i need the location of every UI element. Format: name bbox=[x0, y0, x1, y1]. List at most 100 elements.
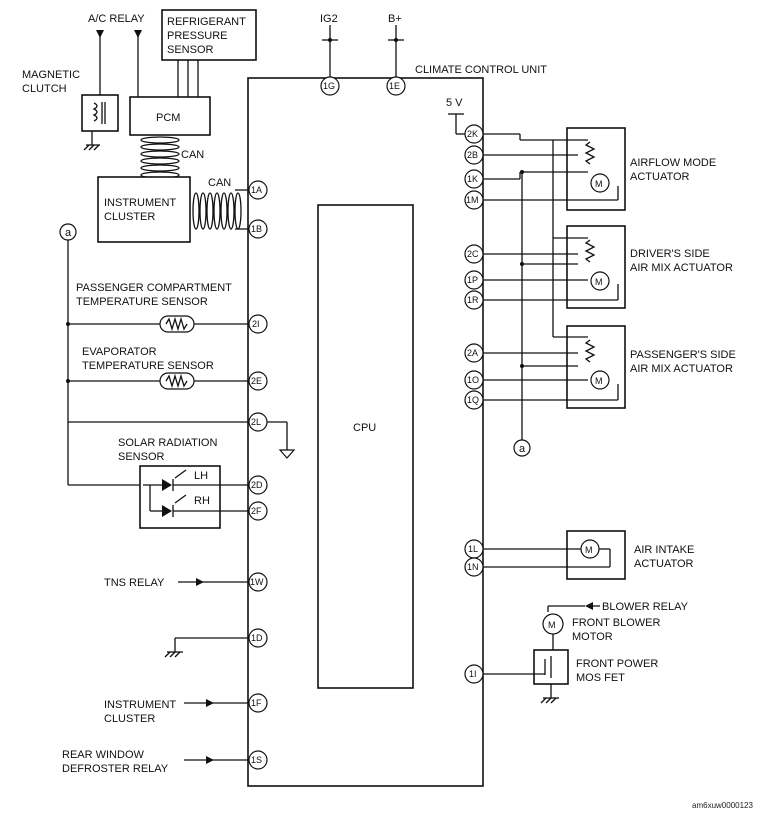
pin-1F: 1F bbox=[248, 693, 268, 713]
svg-text:2B: 2B bbox=[467, 150, 478, 160]
pin-1B: 1B bbox=[248, 219, 268, 239]
pin-2E: 2E bbox=[248, 371, 268, 391]
svg-text:1W: 1W bbox=[250, 577, 264, 587]
solar-sensor-label-line1: SOLAR RADIATION bbox=[118, 437, 217, 449]
climate-control-unit-label: CLIMATE CONTROL UNIT bbox=[415, 64, 547, 76]
svg-text:2I: 2I bbox=[252, 319, 260, 329]
bplus-label: B+ bbox=[388, 13, 402, 25]
svg-text:2E: 2E bbox=[251, 376, 262, 386]
airflow-mode-label-line2: ACTUATOR bbox=[630, 171, 690, 183]
svg-text:1B: 1B bbox=[251, 224, 262, 234]
drivers-side-air-mix-actuator: M bbox=[566, 225, 626, 309]
svg-text:2C: 2C bbox=[467, 249, 479, 259]
pin-1W: 1W bbox=[248, 572, 268, 592]
svg-text:1G: 1G bbox=[323, 81, 335, 91]
air-intake-label-line2: ACTUATOR bbox=[634, 558, 694, 570]
svg-text:1R: 1R bbox=[467, 295, 479, 305]
instrument-cluster-label-line2: CLUSTER bbox=[104, 211, 155, 223]
pin-1L: 1L bbox=[464, 539, 484, 559]
refrigerant-label-line2: PRESSURE bbox=[167, 30, 228, 42]
pin-1E: 1E bbox=[386, 76, 406, 96]
front-blower-label-line1: FRONT BLOWER bbox=[572, 617, 660, 629]
magnetic-clutch-box bbox=[81, 94, 119, 132]
pin-1R: 1R bbox=[464, 290, 484, 310]
svg-text:1P: 1P bbox=[467, 275, 478, 285]
refrigerant-pressure-sensor-box bbox=[161, 9, 257, 61]
figure-id-footer: am6xuw0000123 bbox=[692, 801, 753, 810]
magnetic-clutch-label-line2: CLUTCH bbox=[22, 83, 67, 95]
svg-text:M: M bbox=[548, 620, 556, 630]
tns-relay-label: TNS RELAY bbox=[104, 577, 165, 589]
svg-text:1S: 1S bbox=[251, 755, 262, 765]
passenger-temp-label-line2: TEMPERATURE SENSOR bbox=[76, 296, 208, 308]
pin-1A: 1A bbox=[248, 180, 268, 200]
pin-1O: 1O bbox=[464, 370, 484, 390]
passengers-side-air-mix-actuator: M bbox=[566, 325, 626, 409]
cpu-label: CPU bbox=[353, 422, 376, 434]
svg-text:1D: 1D bbox=[251, 633, 263, 643]
five-volt-label: 5 V bbox=[446, 97, 463, 109]
pin-2F: 2F bbox=[248, 501, 268, 521]
evaporator-label-line2: TEMPERATURE SENSOR bbox=[82, 360, 214, 372]
blower-relay-label: BLOWER RELAY bbox=[602, 601, 689, 613]
pin-1G: 1G bbox=[320, 76, 340, 96]
connection-ref-a-right-label: a bbox=[519, 443, 526, 455]
solar-rh-label: RH bbox=[194, 495, 210, 507]
rear-defroster-label-line2: DEFROSTER RELAY bbox=[62, 763, 169, 775]
pin-2L: 2L bbox=[248, 412, 268, 432]
drivers-side-label-line2: AIR MIX ACTUATOR bbox=[630, 262, 733, 274]
air-intake-motor-symbol: M bbox=[585, 545, 593, 555]
instrument-cluster-box bbox=[97, 176, 191, 243]
pin-2D: 2D bbox=[248, 475, 268, 495]
refrigerant-label-line1: REFRIGERANT bbox=[167, 16, 246, 28]
pin-1Q: 1Q bbox=[464, 390, 484, 410]
svg-text:1O: 1O bbox=[467, 375, 479, 385]
pin-2C: 2C bbox=[464, 244, 484, 264]
pin-1I: 1I bbox=[464, 664, 484, 684]
airflow-mode-label-line1: AIRFLOW MODE bbox=[630, 157, 716, 169]
mosfet-label-line2: MOS FET bbox=[576, 672, 625, 684]
svg-text:1A: 1A bbox=[251, 185, 262, 195]
connection-ref-a-right bbox=[513, 439, 531, 457]
pin-1P: 1P bbox=[464, 270, 484, 290]
pin-2A: 2A bbox=[464, 343, 484, 363]
svg-text:1I: 1I bbox=[469, 669, 477, 679]
connection-ref-a-left-label: a bbox=[65, 227, 72, 239]
pin-1S: 1S bbox=[248, 750, 268, 770]
front-blower-label-line2: MOTOR bbox=[572, 631, 613, 643]
ac-relay-label: A/C RELAY bbox=[88, 13, 145, 25]
pcm-box bbox=[129, 96, 211, 136]
airflow-mode-actuator: M bbox=[566, 127, 626, 211]
can-bus-vertical bbox=[140, 136, 180, 179]
svg-text:1F: 1F bbox=[251, 698, 262, 708]
passengers-side-label-line2: AIR MIX ACTUATOR bbox=[630, 363, 733, 375]
instrument-cluster-2-label-line1: INSTRUMENT bbox=[104, 699, 176, 711]
svg-text:M: M bbox=[595, 277, 603, 287]
svg-text:M: M bbox=[595, 376, 603, 386]
pin-1M: 1M bbox=[464, 190, 484, 210]
instrument-cluster-label-line1: INSTRUMENT bbox=[104, 197, 176, 209]
svg-text:M: M bbox=[595, 179, 603, 189]
magnetic-clutch-label-line1: MAGNETIC bbox=[22, 69, 80, 81]
pin-2K: 2K bbox=[464, 124, 484, 144]
cpu-box bbox=[317, 204, 414, 689]
solar-lh-label: LH bbox=[194, 470, 208, 482]
drivers-side-label-line1: DRIVER'S SIDE bbox=[630, 248, 710, 260]
ground-2l-symbol bbox=[278, 449, 296, 459]
pin-1N: 1N bbox=[464, 557, 484, 577]
svg-text:1M: 1M bbox=[466, 195, 479, 205]
passenger-temp-label-line1: PASSENGER COMPARTMENT bbox=[76, 282, 232, 294]
svg-text:2K: 2K bbox=[467, 129, 478, 139]
svg-text:2A: 2A bbox=[467, 348, 478, 358]
passengers-side-label-line1: PASSENGER'S SIDE bbox=[630, 349, 736, 361]
svg-text:2L: 2L bbox=[251, 417, 261, 427]
svg-text:1L: 1L bbox=[468, 544, 478, 554]
pin-1K: 1K bbox=[464, 169, 484, 189]
instrument-cluster-2-label-line2: CLUSTER bbox=[104, 713, 155, 725]
solar-sensor-label-line2: SENSOR bbox=[118, 451, 165, 463]
pin-2I: 2I bbox=[248, 314, 268, 334]
svg-text:1K: 1K bbox=[467, 174, 478, 184]
ig2-label: IG2 bbox=[320, 13, 338, 25]
solar-sensor-box bbox=[139, 465, 221, 529]
